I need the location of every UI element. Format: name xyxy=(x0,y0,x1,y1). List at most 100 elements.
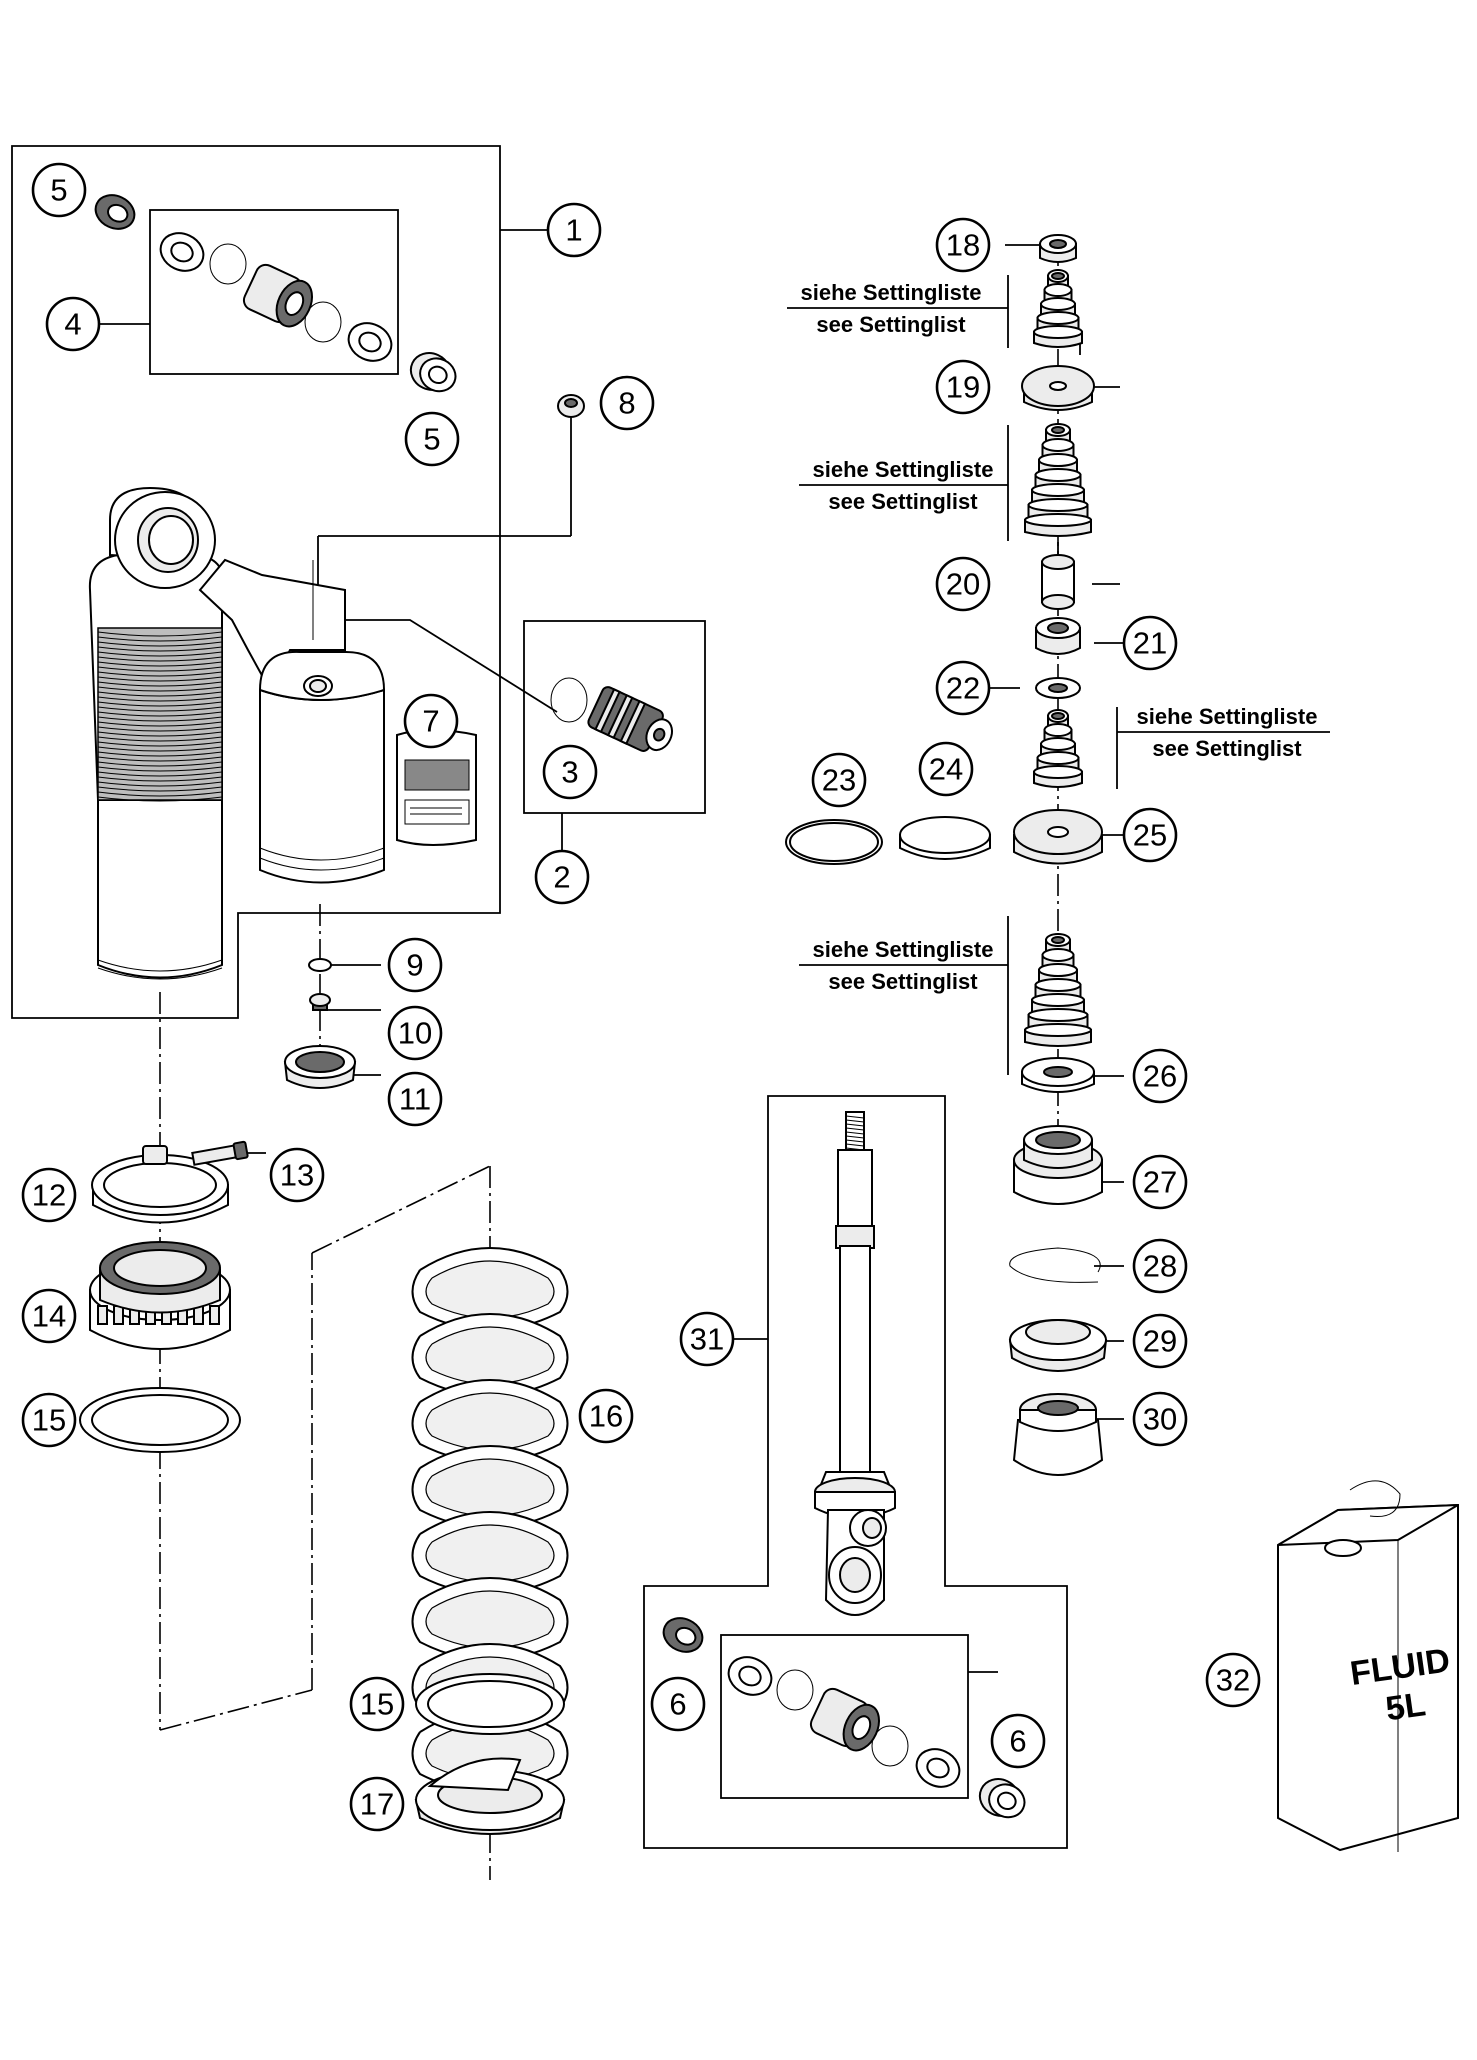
callout-18: 18 xyxy=(935,217,991,273)
svg-text:21: 21 xyxy=(1133,626,1167,661)
settinglist-note-3: siehe Settingliste see Settinglist xyxy=(1117,704,1330,761)
svg-text:9: 9 xyxy=(406,948,423,983)
can-label-volume: 5L xyxy=(1383,1685,1428,1728)
callout-11: 11 xyxy=(387,1071,443,1127)
callouts: 1 2 3 4 5 5 6 6 7 8 9 10 11 12 13 14 15 … xyxy=(21,162,1261,1832)
svg-text:18: 18 xyxy=(946,228,980,263)
svg-text:7: 7 xyxy=(422,704,439,739)
svg-text:22: 22 xyxy=(946,671,980,706)
callout-19: 19 xyxy=(935,359,991,415)
svg-text:20: 20 xyxy=(946,567,980,602)
callout-32: 32 xyxy=(1205,1652,1261,1708)
callout-6a: 6 xyxy=(650,1676,706,1732)
callout-3: 3 xyxy=(542,744,598,800)
callout-24: 24 xyxy=(918,741,974,797)
callout-8: 8 xyxy=(599,375,655,431)
svg-text:4: 4 xyxy=(64,307,81,342)
callout-13: 13 xyxy=(269,1147,325,1203)
nut-tooth xyxy=(209,1305,220,1325)
svg-text:32: 32 xyxy=(1216,1663,1250,1698)
callout-25: 25 xyxy=(1122,807,1178,863)
settinglist-notes: siehe Settingliste see Settinglist siehe… xyxy=(787,280,1330,994)
svg-text:30: 30 xyxy=(1143,1402,1177,1437)
upper-bearing-set xyxy=(94,194,457,393)
callout-26: 26 xyxy=(1132,1048,1188,1104)
spring-seat-washer xyxy=(79,1387,241,1453)
piston-rod xyxy=(814,1111,896,1616)
svg-text:17: 17 xyxy=(360,1787,394,1822)
note-4-de: siehe Settingliste xyxy=(813,937,994,962)
note-1-de: siehe Settingliste xyxy=(801,280,982,305)
note-3-de: siehe Settingliste xyxy=(1137,704,1318,729)
note-1-en: see Settinglist xyxy=(816,312,966,337)
callout-20: 20 xyxy=(935,556,991,612)
svg-text:5: 5 xyxy=(423,422,440,457)
assembly-frames xyxy=(11,145,1118,1849)
svg-text:25: 25 xyxy=(1133,818,1167,853)
svg-text:6: 6 xyxy=(669,1687,686,1722)
svg-text:14: 14 xyxy=(32,1299,66,1334)
callout-27: 27 xyxy=(1132,1154,1188,1210)
callout-1: 1 xyxy=(546,202,602,258)
callout-21: 21 xyxy=(1122,615,1178,671)
svg-text:10: 10 xyxy=(398,1016,432,1051)
clamp-ring xyxy=(91,1140,249,1224)
callout-10: 10 xyxy=(387,1005,443,1061)
callout-22: 22 xyxy=(935,660,991,716)
svg-text:24: 24 xyxy=(929,752,963,787)
callout-5a: 5 xyxy=(31,162,87,218)
callout-23: 23 xyxy=(811,752,867,808)
svg-text:6: 6 xyxy=(1009,1724,1026,1759)
svg-text:2: 2 xyxy=(553,860,570,895)
callout-30: 30 xyxy=(1132,1391,1188,1447)
callout-16: 16 xyxy=(578,1388,634,1444)
callout-29: 29 xyxy=(1132,1313,1188,1369)
nut-tooth xyxy=(97,1305,108,1325)
note-3-en: see Settinglist xyxy=(1152,736,1302,761)
svg-text:1: 1 xyxy=(565,213,582,248)
svg-text:23: 23 xyxy=(822,763,856,798)
callout-2: 2 xyxy=(534,849,590,905)
settinglist-note-2: siehe Settingliste see Settinglist xyxy=(799,457,1008,514)
svg-text:16: 16 xyxy=(589,1399,623,1434)
svg-text:27: 27 xyxy=(1143,1165,1177,1200)
valve-stack xyxy=(785,234,1108,1476)
settinglist-note-1: siehe Settingliste see Settinglist xyxy=(787,280,1008,337)
svg-text:13: 13 xyxy=(280,1158,314,1193)
svg-text:26: 26 xyxy=(1143,1059,1177,1094)
settinglist-note-4: siehe Settingliste see Settinglist xyxy=(799,937,1008,994)
svg-text:5: 5 xyxy=(50,173,67,208)
note-2-en: see Settinglist xyxy=(828,489,978,514)
svg-text:8: 8 xyxy=(618,386,635,421)
lower-washer-and-seat xyxy=(414,1673,566,1835)
cap-part-8 xyxy=(557,394,585,418)
svg-text:3: 3 xyxy=(561,755,578,790)
callout-15a: 15 xyxy=(21,1392,77,1448)
callout-14: 14 xyxy=(21,1288,77,1344)
callout-15b: 15 xyxy=(349,1676,405,1732)
callout-7: 7 xyxy=(403,693,459,749)
callout-28: 28 xyxy=(1132,1238,1188,1294)
note-4-en: see Settinglist xyxy=(828,969,978,994)
svg-text:31: 31 xyxy=(690,1322,724,1357)
callout-12: 12 xyxy=(21,1167,77,1223)
adjusting-nut xyxy=(89,1241,231,1350)
svg-text:11: 11 xyxy=(399,1082,431,1117)
svg-text:15: 15 xyxy=(360,1687,394,1722)
callout-6b: 6 xyxy=(990,1713,1046,1769)
fluid-can: FLUID 5L xyxy=(1277,1480,1459,1852)
note-2-de: siehe Settingliste xyxy=(813,457,994,482)
callout-4a: 4 xyxy=(45,296,101,352)
svg-text:29: 29 xyxy=(1143,1324,1177,1359)
valve-assembly xyxy=(550,677,673,752)
callout-31: 31 xyxy=(679,1311,735,1367)
callout-17: 17 xyxy=(349,1776,405,1832)
callout-9: 9 xyxy=(387,937,443,993)
bleed-parts xyxy=(283,958,357,1089)
callout-5b: 5 xyxy=(404,411,460,467)
svg-text:15: 15 xyxy=(32,1403,66,1438)
svg-text:12: 12 xyxy=(32,1178,66,1213)
shock-body xyxy=(88,486,477,980)
lower-bearing-set xyxy=(662,1617,1026,1819)
